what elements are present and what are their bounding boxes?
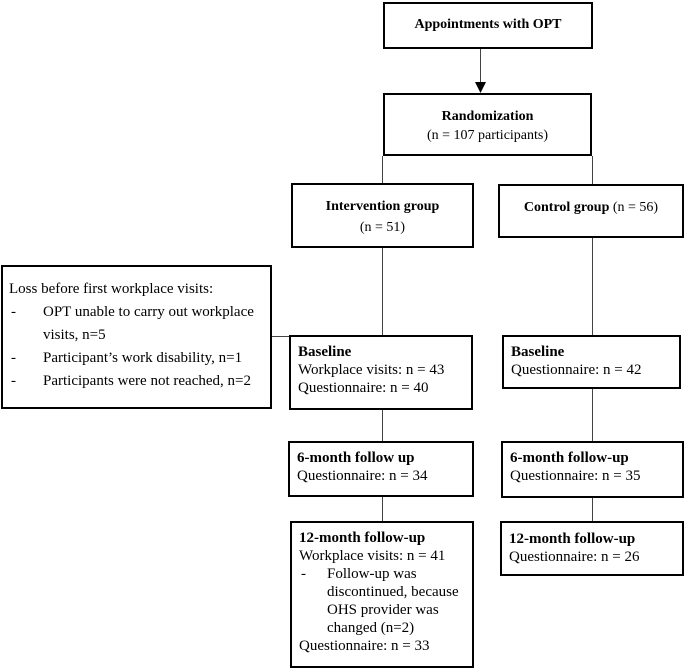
randomization-box: Randomization (n = 107 participants) <box>383 93 592 156</box>
loss-box: Loss before first workplace visits: OPT … <box>1 265 272 409</box>
control-group-box: Control group (n = 56) <box>498 184 684 238</box>
int-6m-line: Questionnaire: n = 34 <box>297 468 428 484</box>
ctrl-12m-title: 12-month follow-up <box>509 531 636 547</box>
arrow-head-icon <box>475 82 486 93</box>
loss-item: Participants were not reached, n=2 <box>9 370 264 393</box>
intervention-detail: (n = 51) <box>359 220 406 235</box>
loss-item: Participant’s work disability, n=1 <box>9 347 264 370</box>
connector-randomization-intervention <box>382 156 383 183</box>
loss-list: OPT unable to carry out workplace visits… <box>9 301 264 393</box>
int-baseline-title: Baseline <box>298 344 352 360</box>
intervention-baseline-box: Baseline Workplace visits: n = 43 Questi… <box>289 335 473 410</box>
int-baseline-line: Questionnaire: n = 40 <box>298 380 429 396</box>
int-12m-note: Follow-up was discontinued, because OHS … <box>299 565 466 637</box>
appointments-title: Appointments with OPT <box>414 17 562 32</box>
intervention-12m-box: 12-month follow-up Workplace visits: n =… <box>290 521 474 668</box>
ctrl-6m-line: Questionnaire: n = 35 <box>510 468 641 484</box>
intervention-group-box: Intervention group (n = 51) <box>291 183 474 248</box>
intervention-6m-box: 6-month follow up Questionnaire: n = 34 <box>288 441 474 497</box>
connector-intervention-baseline <box>382 248 383 335</box>
int-12m-title: 12-month follow-up <box>299 530 426 546</box>
intervention-title: Intervention group <box>325 199 440 214</box>
control-detail: (n = 56) <box>609 200 659 215</box>
connector-control-baseline <box>592 238 593 335</box>
connector-int-6m-12m <box>382 497 383 521</box>
appointments-box: Appointments with OPT <box>383 2 593 49</box>
int-12m-notes: Follow-up was discontinued, because OHS … <box>299 565 466 637</box>
loss-item: OPT unable to carry out workplace visits… <box>9 301 264 347</box>
loss-title: Loss before first workplace visits: <box>9 281 214 297</box>
randomization-title: Randomization <box>441 109 534 124</box>
ctrl-6m-title: 6-month follow-up <box>510 450 629 466</box>
int-6m-title: 6-month follow up <box>297 450 415 466</box>
connector-int-baseline-6m <box>382 410 383 441</box>
int-12m-line: Questionnaire: n = 33 <box>299 638 430 654</box>
connector-appointments-randomization <box>480 49 481 85</box>
control-title: Control group <box>523 200 610 215</box>
control-6m-box: 6-month follow-up Questionnaire: n = 35 <box>501 441 684 498</box>
connector-ctrl-baseline-6m <box>592 389 593 441</box>
randomization-detail: (n = 107 participants) <box>426 128 549 143</box>
ctrl-12m-line: Questionnaire: n = 26 <box>509 549 640 565</box>
control-12m-box: 12-month follow-up Questionnaire: n = 26 <box>500 521 684 576</box>
ctrl-baseline-title: Baseline <box>511 344 565 360</box>
connector-randomization-control <box>592 156 593 184</box>
int-12m-line: Workplace visits: n = 41 <box>299 548 446 564</box>
ctrl-baseline-line: Questionnaire: n = 42 <box>511 362 642 378</box>
connector-ctrl-6m-12m <box>592 498 593 521</box>
int-baseline-line: Workplace visits: n = 43 <box>298 362 445 378</box>
control-baseline-box: Baseline Questionnaire: n = 42 <box>502 335 681 389</box>
